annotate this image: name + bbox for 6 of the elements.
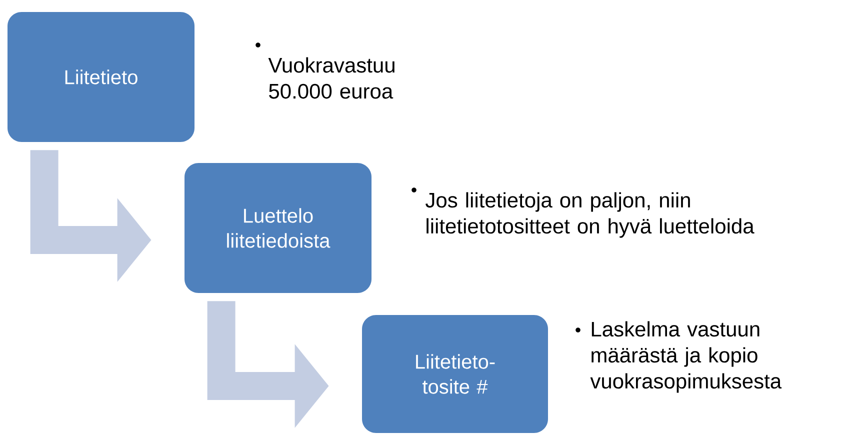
bullet-text: Vuokravastuu 50.000 euroa xyxy=(268,57,394,99)
process-box: Liitetieto-tosite # xyxy=(362,314,548,433)
bullet-text: Jos liitetietoja on paljon, niin liitetietotositteet on hyvä luetteloida xyxy=(426,192,754,238)
process-box: Liitetieto xyxy=(8,12,194,142)
bullet-text: Laskelma vastuun määrästä ja kopio vuokrasopimuksesta xyxy=(590,321,782,393)
process-box: Luettelo liitetiedoista xyxy=(184,163,372,293)
